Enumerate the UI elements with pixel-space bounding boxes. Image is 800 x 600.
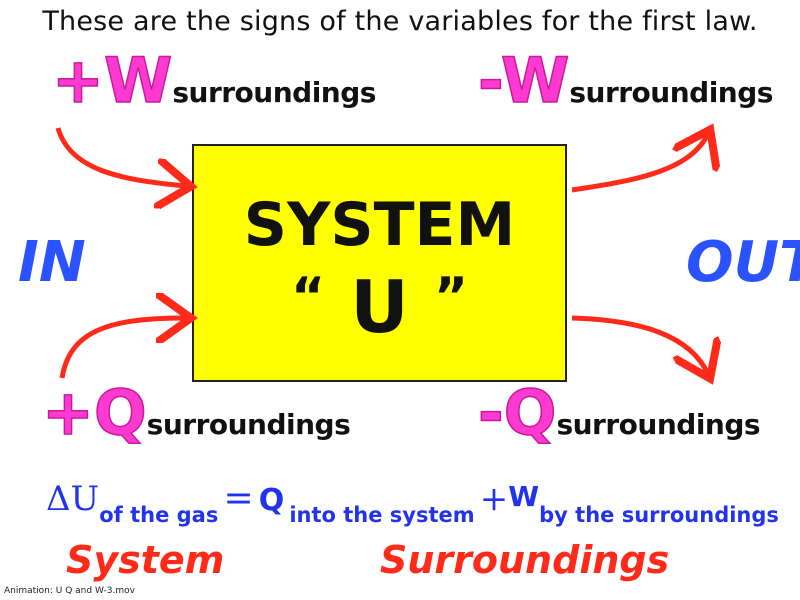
q-term: Q — [258, 483, 285, 518]
minus-q-subscript: surroundings — [556, 408, 761, 441]
plus-w-subscript: surroundings — [172, 76, 376, 109]
slide-title: These are the signs of the variables for… — [42, 6, 758, 37]
plus-q-sign: +Q — [41, 376, 147, 449]
out-label: OUT — [686, 230, 800, 295]
w-subscript: by the surroundings — [539, 503, 779, 527]
plus-q-label: +Qsurroundings — [41, 381, 351, 445]
u-symbol: U — [350, 265, 409, 349]
internal-energy-symbol: “ U ” — [192, 265, 567, 349]
system-caption: System — [66, 538, 225, 582]
arrow-heat-in — [59, 318, 186, 379]
first-law-equation: ΔUof the gas = Q into the system +Wby th… — [46, 478, 779, 527]
plus-w-sign: +W — [51, 44, 173, 117]
plus-q-subscript: surroundings — [146, 408, 351, 441]
close-quote: ” — [433, 267, 468, 327]
delta-u-subscript: of the gas — [99, 503, 219, 527]
plus-w-label: +Wsurroundings — [51, 49, 376, 113]
surroundings-caption: Surroundings — [380, 538, 670, 582]
equals-sign: = — [223, 478, 254, 519]
minus-w-sign: -W — [477, 44, 570, 117]
w-term: W — [508, 480, 540, 513]
minus-q-label: -Qsurroundings — [477, 381, 761, 445]
plus-sign: + — [479, 479, 509, 519]
system-label: SYSTEM — [243, 190, 516, 260]
minus-w-label: -Wsurroundings — [477, 49, 773, 113]
delta-u: ΔU — [46, 479, 100, 519]
arrow-work-in — [55, 127, 186, 186]
in-label: IN — [18, 230, 86, 295]
minus-w-subscript: surroundings — [569, 76, 773, 109]
animation-caption: Animation: U Q and W-3.mov — [4, 586, 135, 596]
minus-q-sign: -Q — [477, 376, 557, 449]
arrow-heat-out — [571, 315, 708, 374]
open-quote: “ — [291, 267, 326, 327]
q-subscript: into the system — [289, 503, 475, 527]
arrow-work-out — [571, 134, 708, 193]
system-box — [192, 144, 567, 382]
